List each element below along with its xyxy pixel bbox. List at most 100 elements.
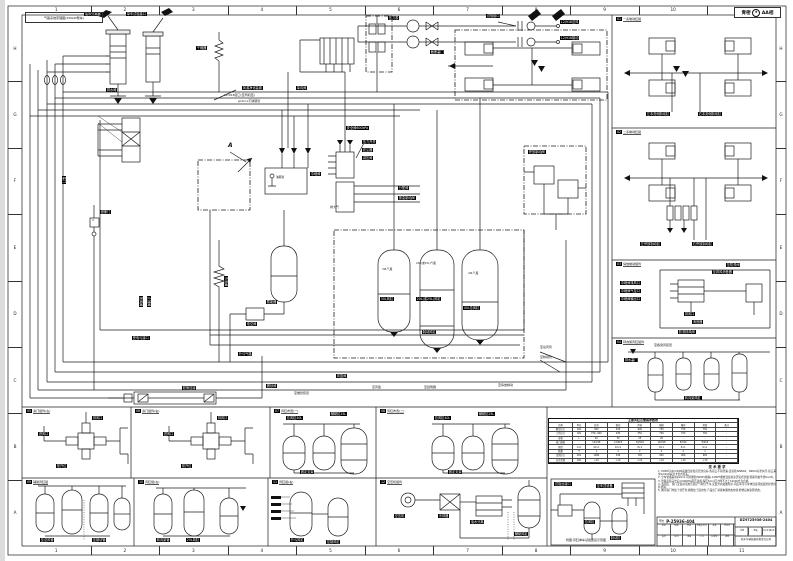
grid-ref: G — [779, 112, 783, 118]
table-cell: 30 — [607, 436, 630, 441]
sheet-label: 共1张 第1张 — [763, 528, 776, 535]
table-cell: 1 — [586, 449, 608, 455]
component-tag: 安全阀600kPa — [346, 126, 369, 130]
callout-label: 至刮雨器 — [424, 385, 437, 389]
cell-label: 空压机组件 — [387, 480, 403, 485]
grid-ref — [776, 214, 786, 215]
grid-ref — [227, 6, 229, 15]
component-tag: 左停放制动缸 — [640, 242, 661, 246]
section-badge: 04 — [616, 340, 623, 344]
product-code: P-25936-404 — [666, 518, 695, 524]
table-cell: 40 — [586, 436, 608, 441]
grid-ref: 3 — [192, 7, 195, 12]
grid-ref: 1 — [54, 547, 58, 553]
table-cell: - — [716, 458, 738, 463]
table-cell: 750 — [672, 427, 695, 433]
table-cell: - — [672, 436, 695, 441]
table-cell: kPa — [573, 454, 586, 459]
component-tag: 压力开关 — [362, 140, 377, 144]
component-tag: 放风阀 — [139, 296, 143, 308]
cell-badge: 05 — [26, 409, 33, 413]
section-badge: 02 — [616, 130, 623, 134]
grid-ref — [8, 147, 22, 149]
component-tag: 右本务侧制动缸 — [698, 112, 722, 116]
stamp-prefix: 青密 — [741, 10, 751, 16]
table-cell: 600 — [629, 427, 652, 433]
table-cell: 6×1 — [672, 445, 695, 450]
title-block-field: 标记 — [658, 524, 671, 535]
grid-ref — [227, 546, 229, 555]
table-cell: ≤10 — [672, 458, 695, 463]
table-cell: 管径 — [549, 445, 573, 450]
table-cell: kPa — [573, 458, 586, 463]
cell-label: 风缸组(右) — [279, 480, 294, 485]
scale-label: 比例 — [736, 528, 750, 535]
grid-ref: C — [13, 377, 17, 383]
notes-line: 5. 图示塞门均处于常开位,阀类处于运用位,产品出厂前按本图状态交验,检修后恢复… — [658, 489, 763, 493]
component-tag: 辅助缸25L — [330, 412, 347, 416]
component-tag: 风笛阀 — [336, 374, 348, 378]
callout-label: 排大气 — [330, 205, 340, 209]
table-cell: 700 — [672, 432, 695, 437]
table-cell: 12/918 — [607, 440, 630, 446]
component-tag: 20L(或25L)风缸 — [416, 297, 442, 301]
leader-lines — [213, 21, 567, 373]
table-cell: 额定压力 — [549, 427, 573, 433]
component-tag: 排风口 — [217, 416, 229, 420]
cell-title: 12 空压机组件 — [380, 480, 403, 485]
component-tag: 撒砂阀 — [266, 384, 278, 388]
grid-ref: 10 — [670, 7, 676, 12]
stamp-star-icon: ★ — [752, 8, 761, 17]
grid-ref — [8, 280, 22, 281]
callout-label: 油雾器 — [276, 175, 285, 179]
table-cell: 风笛 — [694, 423, 717, 428]
callout-label: 至总风管 — [540, 345, 553, 349]
component-tag: 12/918总风 — [560, 20, 580, 24]
title-block-field: 标准化 — [709, 535, 722, 546]
component-tag: 干燥器 — [196, 46, 208, 50]
mini-schematic-caption: 附图:风缸单车试验连接示意图 — [566, 538, 607, 542]
grid-ref — [776, 479, 786, 481]
table-cell: - — [716, 440, 738, 446]
grid-ref: H — [779, 45, 783, 51]
component-tag: 30L风缸 — [380, 297, 394, 301]
table-cell: 10×1 — [607, 445, 630, 450]
component-tag: 右停放制动缸 — [692, 242, 713, 246]
table-cell: - — [694, 436, 717, 441]
owner-code: 甲方 P-25936-404 — [659, 518, 734, 524]
table-cell: 数量 — [549, 449, 573, 455]
table-cell: 允许泄漏 — [549, 458, 573, 463]
grid-ref: 2 — [123, 7, 127, 12]
grid-ref — [638, 6, 640, 15]
component-tag: 停放制动阀 — [528, 150, 546, 154]
table-cell: - — [573, 440, 586, 446]
title-block-field: 批准 — [721, 535, 735, 546]
callout-label: 至风笛 — [372, 385, 382, 389]
table-cell: 总风 — [586, 423, 608, 428]
section-label: 二系制动缸组 — [623, 130, 642, 135]
table-cell: 8/916 — [694, 440, 717, 446]
table-cell: 1080 — [586, 454, 608, 459]
component-tag: 蓄能器 — [266, 300, 278, 304]
component-tag: 制动缸 — [610, 536, 622, 540]
component-tag: 25L风缸 — [186, 538, 200, 542]
cell-title: 05 塞门组件(左) — [26, 409, 51, 414]
table-cell: 25 — [629, 436, 652, 441]
title-block-field: 校对 — [671, 535, 684, 546]
grid-ref — [433, 6, 434, 15]
sheet-reference-label: 气路系统原理图(250kW整车) — [25, 12, 103, 23]
component-tag: 中继阀气控口 — [620, 289, 641, 293]
component-tag: 辅助缸25L — [478, 412, 495, 416]
component-tag: 塞门 — [62, 176, 66, 184]
section-badge: 03 — [616, 262, 623, 266]
right-section-3 — [659, 269, 771, 329]
component-tag: 至防滑阀 — [726, 263, 741, 267]
notes-line: 1. P008与DK/2D08系统连接处应密封良好,各接口不得泄漏,连接按ISN… — [658, 470, 776, 477]
component-tag: 至总风管 — [40, 538, 55, 542]
component-tag: 截断塞门 — [430, 50, 445, 54]
table-cell: 10/918 — [629, 440, 652, 446]
title-block-field: 工艺 — [696, 535, 709, 546]
grid-ref: 10 — [670, 547, 676, 553]
